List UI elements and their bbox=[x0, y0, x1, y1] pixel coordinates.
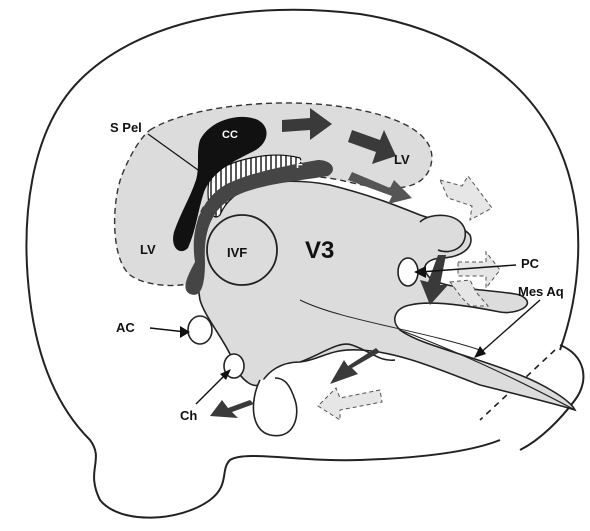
lv-left-label: LV bbox=[140, 242, 156, 257]
flow-arrow-light-4 bbox=[318, 388, 382, 420]
flow-arrow-ch bbox=[210, 400, 254, 418]
lv-top-label: LV bbox=[394, 152, 410, 167]
mes-aq-label: Mes Aq bbox=[518, 284, 564, 299]
cc-label: CC bbox=[222, 129, 238, 141]
flow-arrow-light-1 bbox=[440, 176, 492, 220]
infundibular-recess bbox=[253, 378, 296, 436]
ch-label: Ch bbox=[180, 408, 197, 423]
flow-arrow-lower bbox=[330, 348, 380, 384]
pc-label: PC bbox=[521, 256, 540, 271]
ivf-label: IVF bbox=[227, 245, 247, 260]
s-pel-label: S Pel bbox=[110, 120, 142, 135]
v3-label: V3 bbox=[305, 237, 334, 264]
ac-label: AC bbox=[116, 320, 135, 335]
fornix-label: F bbox=[296, 159, 303, 171]
anterior-commissure bbox=[188, 316, 212, 344]
mes-aq-leader-arrowhead bbox=[474, 346, 486, 358]
